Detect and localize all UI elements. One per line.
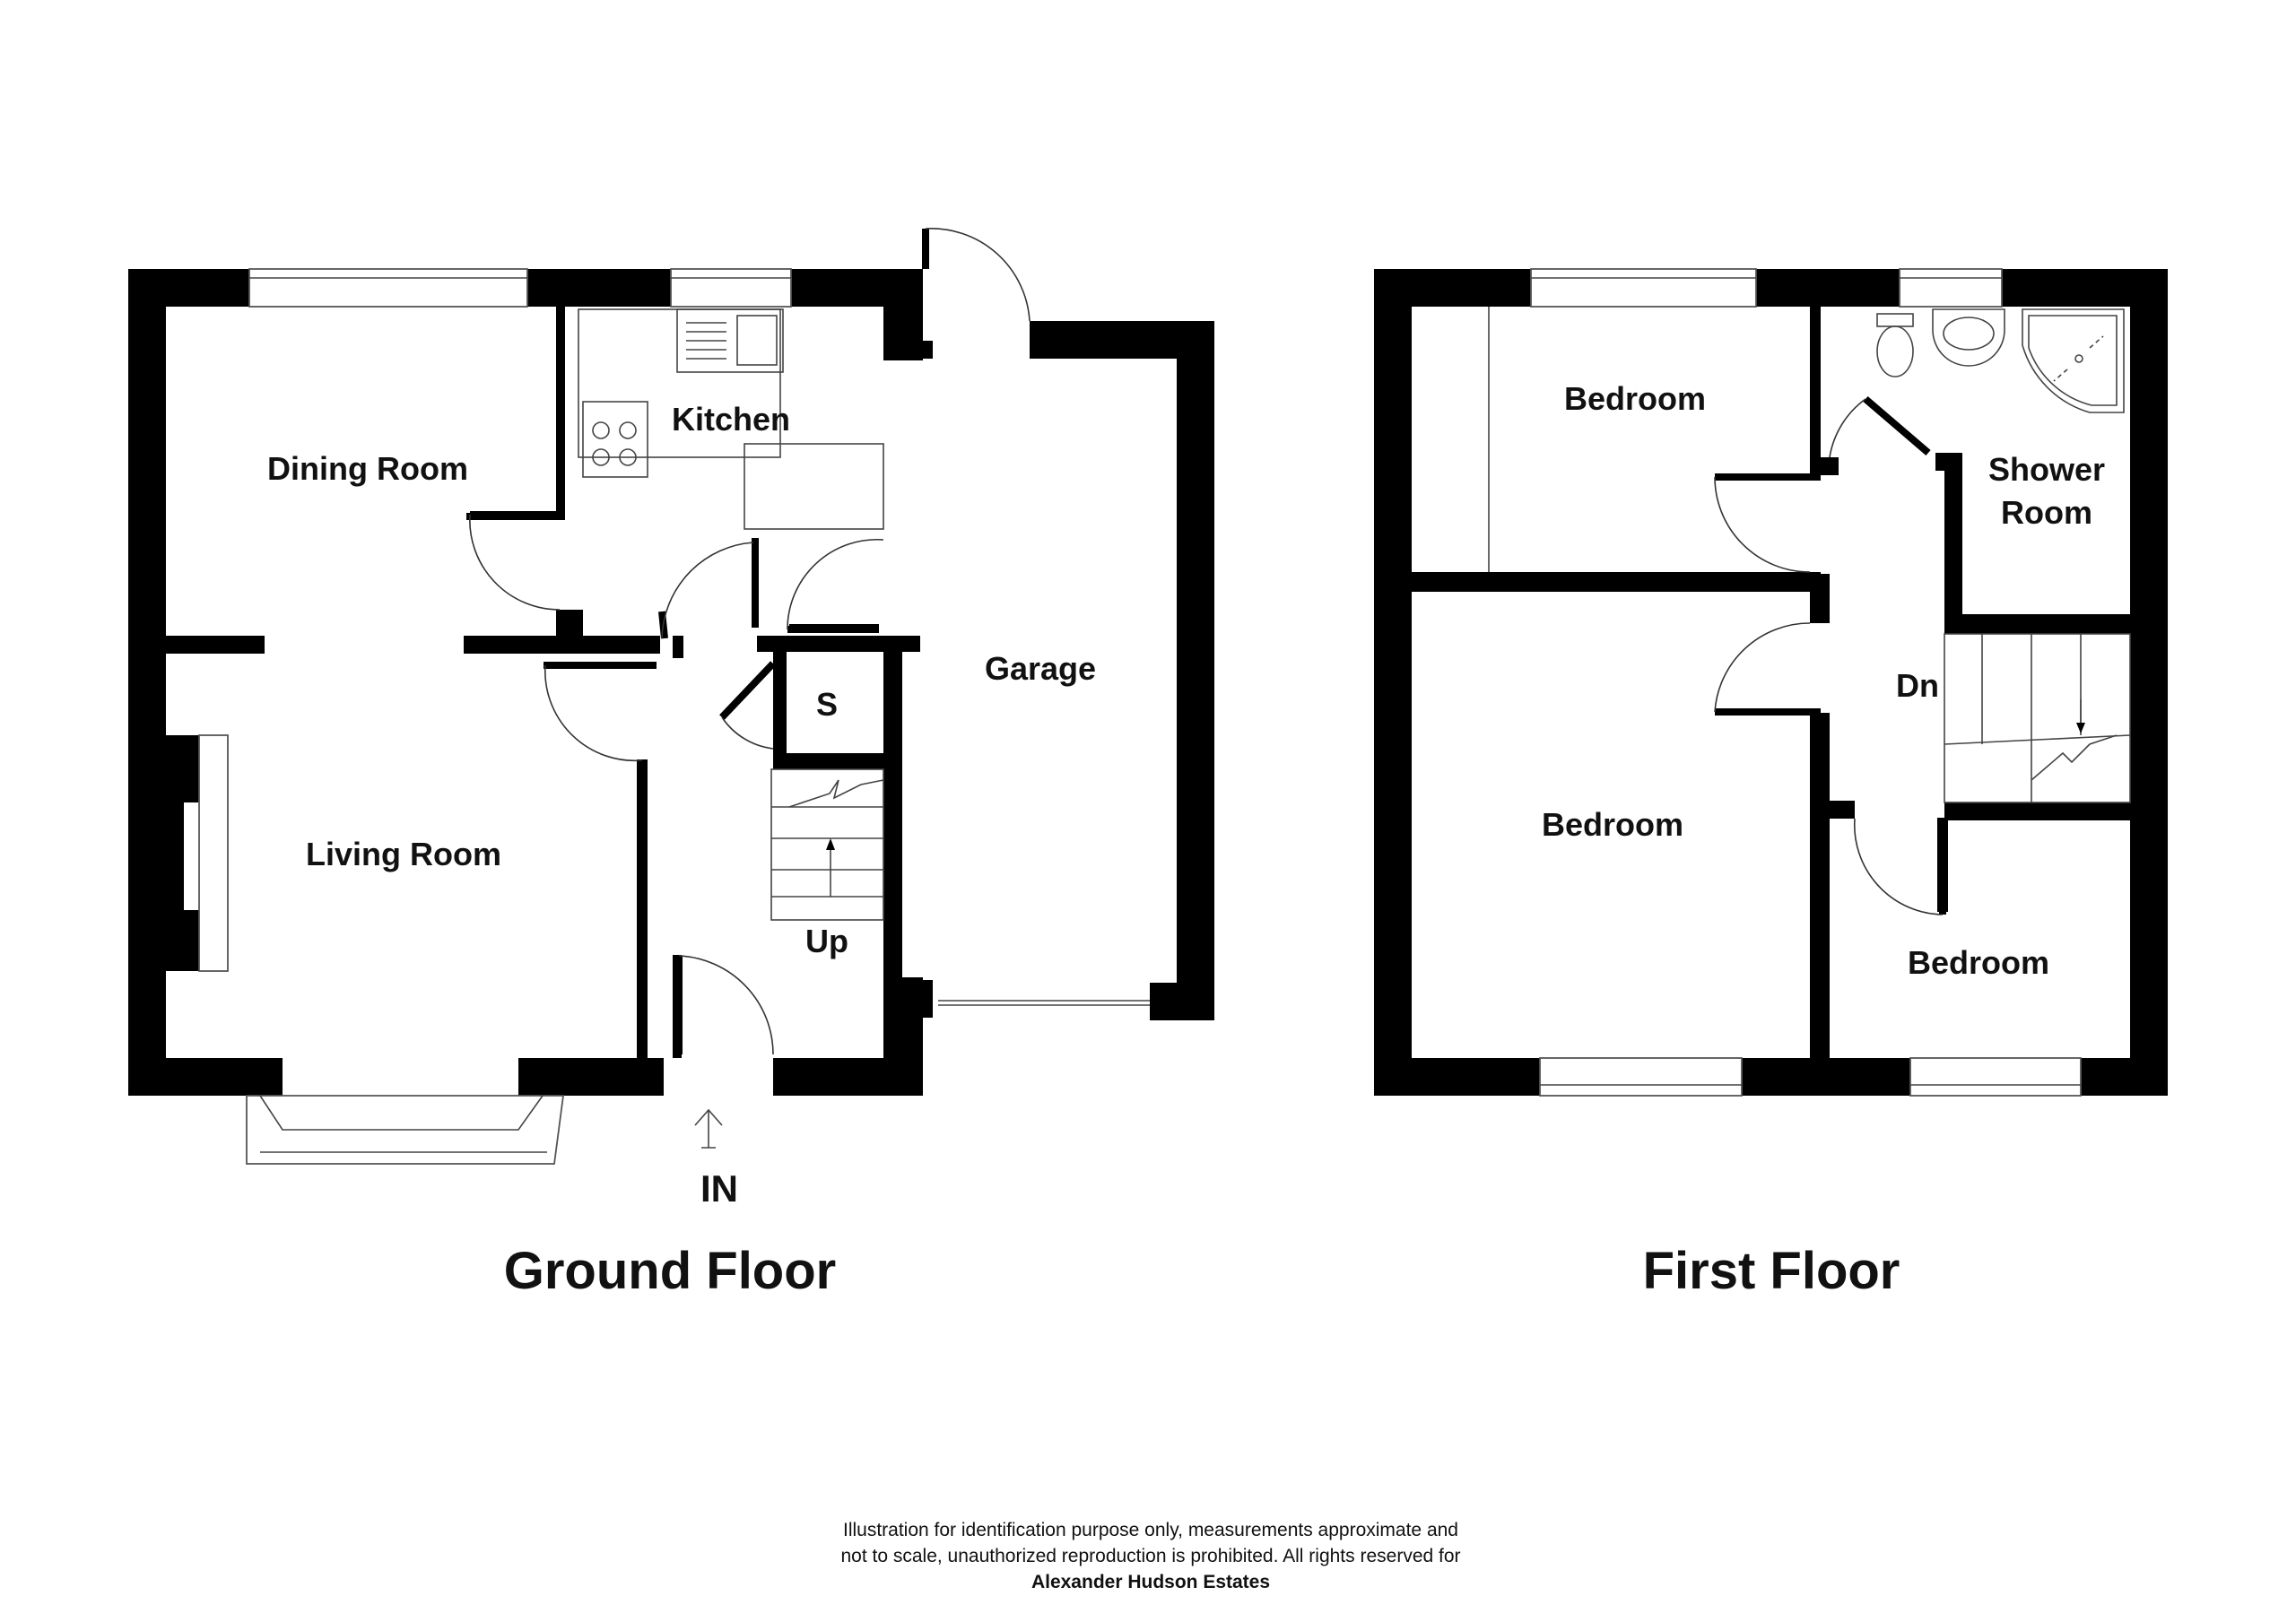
washbasin-icon xyxy=(1932,308,2005,367)
sink-icon xyxy=(676,308,784,373)
stairs-down xyxy=(1944,633,2131,803)
ground-floor-fixtures xyxy=(578,308,884,1149)
toilet-icon xyxy=(1876,313,1914,377)
room-label-living: Living Room xyxy=(306,836,501,872)
ground-floor-walls xyxy=(128,269,1214,1100)
first-floor-doors xyxy=(1714,395,1946,915)
room-label-shower-line1: Shower xyxy=(1988,451,2105,488)
room-label-dining: Dining Room xyxy=(267,450,468,487)
disclaimer-line-1: Illustration for identification purpose … xyxy=(843,1520,1458,1540)
kitchen-counter-end xyxy=(744,443,884,530)
room-label-shower-line2: Room xyxy=(2001,494,2092,531)
landing-label-dn: Dn xyxy=(1896,667,1939,704)
room-label-kitchen: Kitchen xyxy=(672,401,790,438)
floor-title-first: First Floor xyxy=(1643,1242,1900,1300)
stairs-up xyxy=(770,768,884,921)
stairs-label-up: Up xyxy=(805,923,848,959)
room-label-bedroom-3: Bedroom xyxy=(1908,944,2049,981)
ground-floor-windows xyxy=(198,268,1150,1165)
first-floor-walls xyxy=(1374,269,2168,1096)
first-floor-fixtures xyxy=(1876,308,2131,803)
entrance-arrow-icon xyxy=(694,1108,723,1149)
entrance-label: IN xyxy=(700,1167,738,1210)
disclaimer-company: Alexander Hudson Estates xyxy=(1031,1572,1270,1592)
fireplace-hearth xyxy=(198,734,229,972)
first-floor-plan: Bedroom Shower Room Dn Bedroom Bedroom F… xyxy=(1374,268,2168,1300)
room-label-bedroom-1: Bedroom xyxy=(1564,380,1706,417)
bedroom-1-window xyxy=(1530,268,1757,308)
ground-floor-plan: Dining Room Kitchen Garage Living Room S… xyxy=(128,228,1214,1300)
dining-window xyxy=(248,268,528,308)
room-label-bedroom-2: Bedroom xyxy=(1542,806,1683,843)
ground-floor-labels: Dining Room Kitchen Garage Living Room S… xyxy=(267,401,1096,1300)
disclaimer-line-2: not to scale, unauthorized reproduction … xyxy=(840,1546,1460,1566)
bedroom-3-window xyxy=(1909,1057,2082,1097)
room-label-store: S xyxy=(816,686,838,723)
cooker-icon xyxy=(582,401,648,478)
shower-tray-icon xyxy=(2022,308,2125,413)
kitchen-window xyxy=(670,268,792,308)
first-floor-labels: Bedroom Shower Room Dn Bedroom Bedroom F… xyxy=(1542,380,2105,1300)
shower-room-window xyxy=(1899,268,2003,308)
room-label-garage: Garage xyxy=(985,650,1096,687)
disclaimer: Illustration for identification purpose … xyxy=(840,1520,1460,1592)
floor-title-ground: Ground Floor xyxy=(504,1242,837,1300)
bedroom-2-window xyxy=(1539,1057,1743,1097)
ground-floor-doors xyxy=(469,228,1031,1055)
stairs-arrow-down-icon xyxy=(2076,723,2085,733)
first-floor-windows xyxy=(1488,268,2082,1097)
stairs-arrow-icon xyxy=(826,838,835,850)
